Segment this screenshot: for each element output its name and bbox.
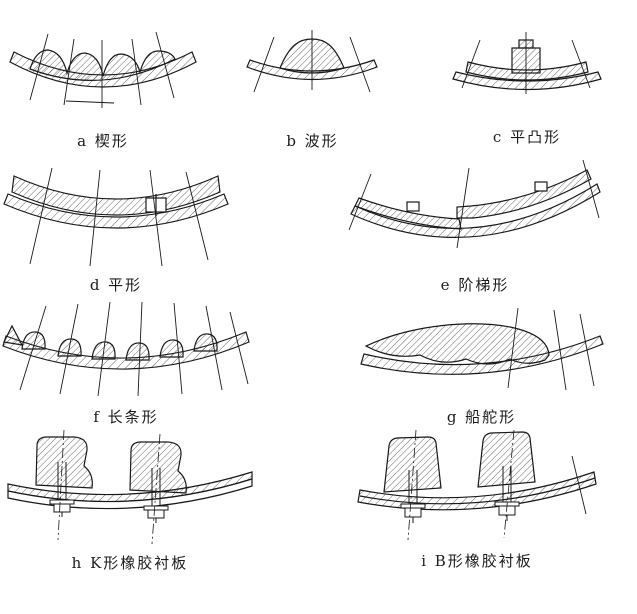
caption-g: g 船舵形	[446, 408, 517, 426]
figure-b-wave: b 波形	[240, 24, 385, 151]
bolts	[49, 462, 169, 523]
radial-lines	[507, 307, 595, 391]
figure-d-flat: d 平形	[0, 168, 232, 295]
shell-and-liner	[350, 169, 601, 238]
caption-b: b 波形	[286, 132, 339, 150]
shell-and-liner	[3, 175, 229, 229]
caption-d: d 平形	[89, 276, 143, 294]
radial-lines	[461, 32, 591, 94]
figure-c-flat-convex: c 平凸形	[448, 28, 606, 147]
radial-lines	[19, 301, 249, 397]
rubber-blocks	[383, 431, 536, 493]
caption-a: a 楔形	[77, 132, 129, 150]
radial-lines	[29, 168, 209, 267]
long-strip-liner-drawing	[2, 301, 250, 397]
stepped-liner-drawing	[348, 160, 601, 249]
flat-convex-liner-drawing	[452, 32, 602, 94]
radial-lines	[348, 160, 600, 249]
b-type-rubber-liner-drawing	[357, 430, 597, 541]
figure-h-k-type-rubber: h K形橡胶衬板	[2, 428, 258, 573]
wedge-liner-drawing	[9, 31, 197, 108]
rubber-blocks	[35, 436, 187, 494]
caption-f: f 长条形	[93, 408, 159, 426]
radial-lines	[571, 455, 587, 515]
figure-g-ship-rudder: g 船舵形	[358, 298, 605, 427]
ship-rudder-liner-drawing	[360, 307, 604, 391]
shell-and-liner	[360, 323, 604, 375]
shell-and-liner	[452, 39, 602, 91]
figure-i-b-type-rubber: i B形橡胶衬板	[356, 430, 598, 571]
figure-f-long-strip: f 长条形	[0, 298, 252, 427]
bolt-centerlines	[57, 429, 161, 545]
k-type-rubber-liner-drawing	[7, 429, 253, 545]
radial-lines	[29, 31, 175, 108]
wave-liner-drawing	[246, 30, 378, 93]
bolt-centerlines	[407, 430, 515, 541]
figure-e-stepped: e 阶梯形	[345, 160, 605, 295]
caption-i: i B形橡胶衬板	[421, 552, 533, 570]
radial-lines	[253, 30, 371, 93]
shell-and-liner	[2, 324, 250, 370]
caption-h: h K形橡胶衬板	[71, 554, 189, 572]
caption-c: c 平凸形	[492, 128, 562, 146]
flat-liner-drawing	[3, 168, 229, 267]
caption-e: e 阶梯形	[440, 276, 510, 294]
shell-and-liner	[9, 49, 197, 88]
figure-a-wedge: a 楔形	[8, 12, 198, 151]
